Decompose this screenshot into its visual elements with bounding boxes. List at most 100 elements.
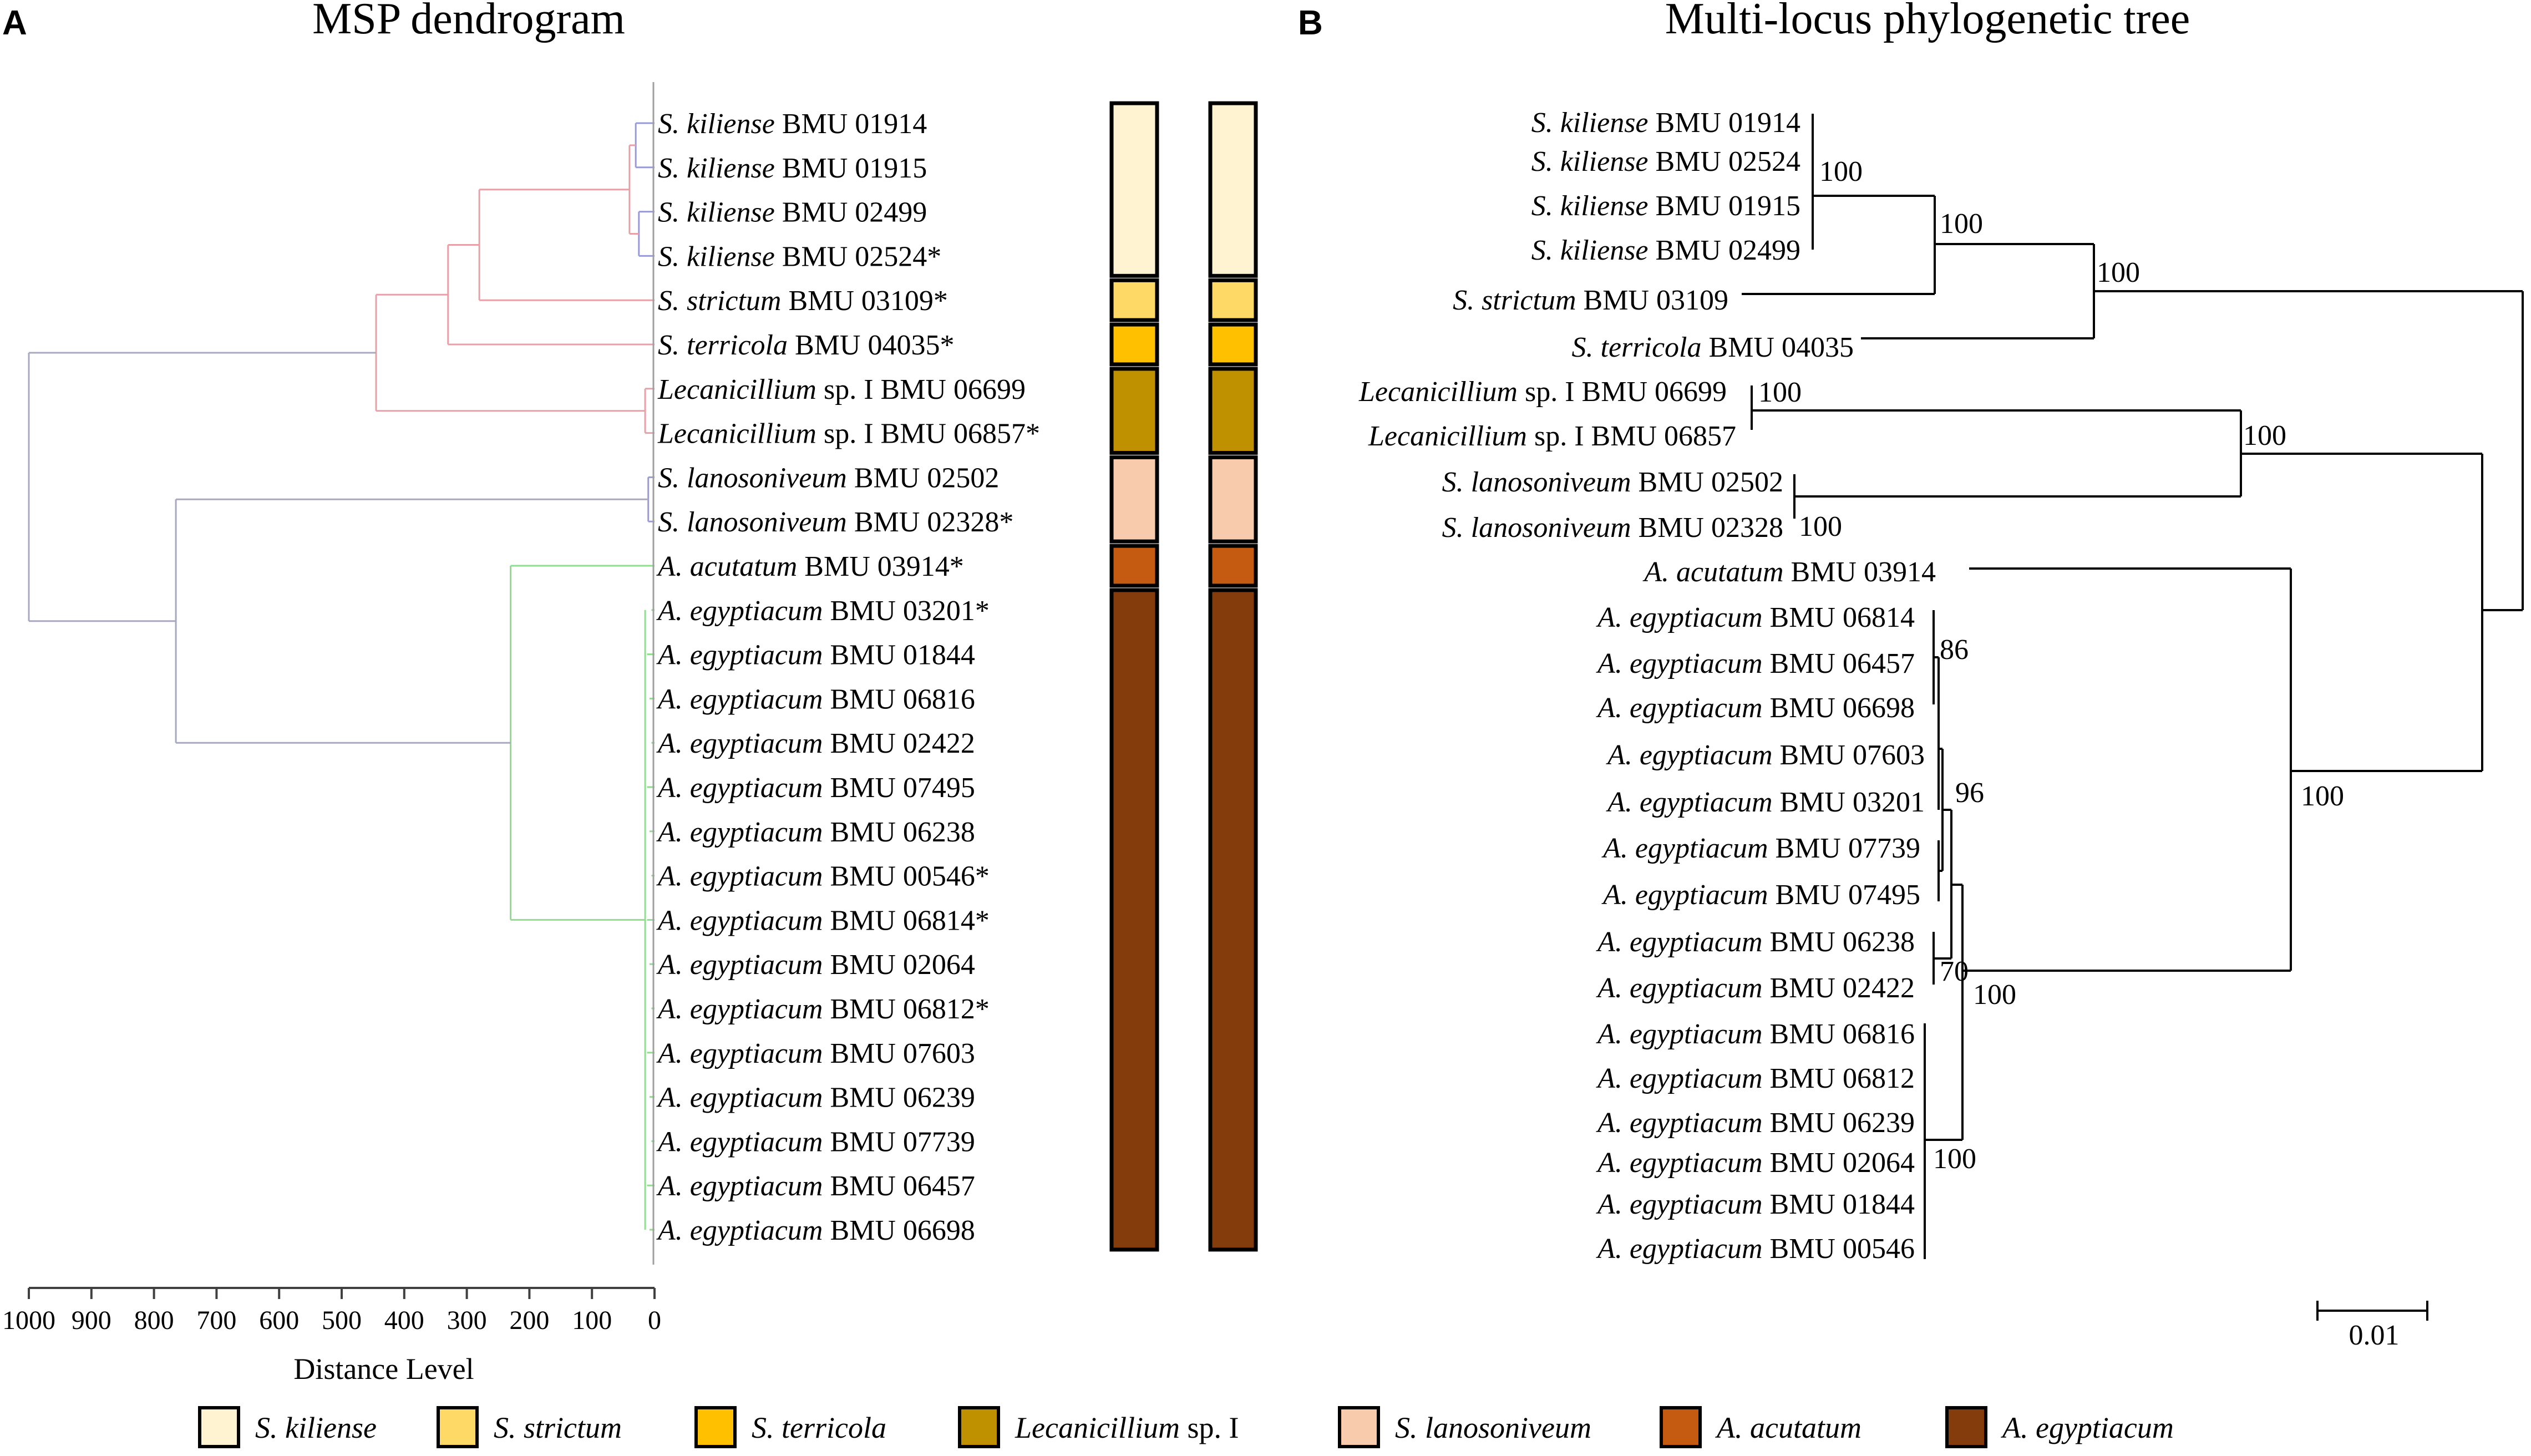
taxon-strain: BMU 03201 xyxy=(1773,787,1925,818)
taxon-genus: S. lanosoniveum xyxy=(1442,466,1631,498)
taxon-strain: BMU 02499 xyxy=(1649,235,1800,266)
taxon-genus: A. egyptiacum xyxy=(656,772,823,804)
phylo-taxon-label: A. egyptiacum BMU 06238 xyxy=(1596,926,1915,958)
taxon-genus: A. egyptiacum xyxy=(1596,602,1762,633)
bootstrap-kiliense: 100 xyxy=(1819,156,1863,187)
taxon-strain: sp. I BMU 06699 xyxy=(1518,376,1727,408)
taxon-genus: Lecanicillium xyxy=(657,418,816,450)
taxon-strain: BMU 02064 xyxy=(1763,1147,1915,1179)
taxon-strain: BMU 06457 xyxy=(823,1170,975,1202)
legend-label: A. egyptiacum xyxy=(2001,1411,2174,1444)
phylo-taxon-label: A. egyptiacum BMU 06814 xyxy=(1596,602,1915,633)
taxon-strain: BMU 02064 xyxy=(823,949,975,981)
msp-taxon-label: A. egyptiacum BMU 06698 xyxy=(656,1215,975,1246)
phylo-taxon-label: S. lanosoniveum BMU 02328 xyxy=(1442,512,1783,544)
color-bar-strictum xyxy=(1208,278,1258,322)
msp-taxon-label: A. egyptiacum BMU 02064 xyxy=(656,949,975,981)
taxon-strain: BMU 01844 xyxy=(823,640,975,671)
msp-taxon-label: Lecanicillium sp. I BMU 06857* xyxy=(657,418,1040,450)
msp-taxon-label: S. kiliense BMU 02499 xyxy=(658,197,927,229)
taxon-genus: A. egyptiacum xyxy=(1596,1233,1762,1265)
legend-name: S. lanosoniveum xyxy=(1395,1411,1591,1444)
taxon-genus: S. kiliense xyxy=(658,108,775,140)
taxon-strain: BMU 06812* xyxy=(823,993,989,1025)
scale-bar-label: 0.01 xyxy=(2349,1320,2400,1351)
legend-name: A. egyptiacum xyxy=(2001,1411,2174,1444)
distance-tick-label: 900 xyxy=(72,1306,111,1335)
msp-taxon-label: S. kiliense BMU 01914 xyxy=(658,108,927,140)
legend-item-kiliense: S. kiliense xyxy=(198,1406,377,1448)
phylogenetic-tree xyxy=(1742,114,2524,1259)
bootstrap-egyptiacum-100b: 100 xyxy=(1933,1143,1976,1175)
legend-item-terricola: S. terricola xyxy=(694,1406,886,1448)
taxon-strain: BMU 02524* xyxy=(775,241,941,272)
taxon-strain: BMU 06698 xyxy=(1763,692,1915,724)
distance-tick-label: 100 xyxy=(572,1306,612,1335)
legend-label: S. lanosoniveum xyxy=(1395,1411,1591,1444)
distance-axis-label: Distance Level xyxy=(293,1352,474,1386)
taxon-strain: sp. I BMU 06857 xyxy=(1527,420,1736,452)
taxon-genus: A. egyptiacum xyxy=(656,640,823,671)
taxon-strain: BMU 06457 xyxy=(1763,648,1915,679)
taxon-genus: A. egyptiacum xyxy=(1596,1063,1762,1094)
msp-dendrogram xyxy=(28,122,655,1231)
distance-tick-label: 300 xyxy=(447,1306,487,1335)
taxon-genus: A. egyptiacum xyxy=(1596,1147,1762,1179)
taxon-genus: S. kiliense xyxy=(1531,235,1649,266)
bootstrap-lecanicillium: 100 xyxy=(1758,377,1802,408)
color-bar-egyptiacum xyxy=(1109,588,1159,1252)
taxon-strain: BMU 01915 xyxy=(1649,190,1800,222)
bootstrap-values: 100 100 100 100 100 100 86 96 100 70 100… xyxy=(1758,156,2344,1175)
taxon-genus: A. egyptiacum xyxy=(1596,1107,1762,1139)
legend-item-acutatum: A. acutatum xyxy=(1660,1406,1862,1448)
taxon-genus: S. lanosoniveum xyxy=(658,506,847,538)
distance-tick-label: 800 xyxy=(134,1306,174,1335)
legend-label: S. terricola xyxy=(752,1411,886,1444)
panel-a-title: MSP dendrogram xyxy=(312,0,625,43)
taxon-genus: S. strictum xyxy=(658,285,781,317)
msp-taxon-label: A. egyptiacum BMU 06816 xyxy=(656,683,975,715)
taxon-strain: BMU 02422 xyxy=(1763,972,1915,1004)
msp-taxon-label: A. egyptiacum BMU 00546* xyxy=(656,861,990,892)
taxon-strain: BMU 00546* xyxy=(823,861,989,892)
taxon-strain: BMU 03201* xyxy=(823,595,989,627)
taxon-genus: A. egyptiacum xyxy=(1596,926,1762,958)
taxon-genus: A. egyptiacum xyxy=(1596,1018,1762,1050)
taxon-genus: S. kiliense xyxy=(1531,107,1649,139)
taxon-genus: Lecanicillium xyxy=(657,374,816,405)
taxon-genus: A. egyptiacum xyxy=(1596,692,1762,724)
msp-taxon-label: A. egyptiacum BMU 06814* xyxy=(656,905,990,936)
taxon-genus: A. egyptiacum xyxy=(656,993,823,1025)
msp-taxon-label: A. egyptiacum BMU 07739 xyxy=(656,1126,975,1158)
color-bar-lecanicillium xyxy=(1208,367,1258,455)
distance-tick-label: 400 xyxy=(384,1306,424,1335)
phylo-taxon-label: A. egyptiacum BMU 06816 xyxy=(1596,1018,1915,1050)
color-bar-lecanicillium xyxy=(1109,367,1159,455)
taxon-genus: A. egyptiacum xyxy=(656,1082,823,1114)
msp-taxon-label: A. egyptiacum BMU 07603 xyxy=(656,1038,975,1069)
taxon-strain: BMU 03914* xyxy=(797,551,963,582)
legend-swatch xyxy=(694,1406,737,1448)
legend-name: Lecanicillium xyxy=(1015,1411,1180,1444)
color-bar-kiliense xyxy=(1109,101,1159,278)
color-bar-lanosoniveum xyxy=(1208,455,1258,544)
taxon-strain: BMU 02502 xyxy=(847,462,999,494)
taxon-strain: BMU 06239 xyxy=(823,1082,975,1114)
taxon-strain: sp. I BMU 06857* xyxy=(816,418,1040,450)
phylo-taxon-label: A. egyptiacum BMU 06812 xyxy=(1596,1063,1915,1094)
taxon-genus: Lecanicillium xyxy=(1368,420,1527,452)
phylo-taxon-label: A. egyptiacum BMU 01844 xyxy=(1596,1189,1915,1220)
distance-tick-label: 700 xyxy=(196,1306,236,1335)
taxon-genus: A. egyptiacum xyxy=(656,1126,823,1158)
taxon-genus: A. egyptiacum xyxy=(1596,648,1762,679)
taxon-genus: A. egyptiacum xyxy=(1601,879,1768,911)
taxon-strain: BMU 07603 xyxy=(1773,739,1925,771)
taxon-genus: A. acutatum xyxy=(656,551,797,582)
taxon-genus: S. terricola xyxy=(658,329,788,361)
msp-taxon-label: A. egyptiacum BMU 06457 xyxy=(656,1170,975,1202)
msp-taxon-label: S. kiliense BMU 01915 xyxy=(658,153,927,184)
bootstrap-egyptiacum-70: 70 xyxy=(1940,956,1969,987)
